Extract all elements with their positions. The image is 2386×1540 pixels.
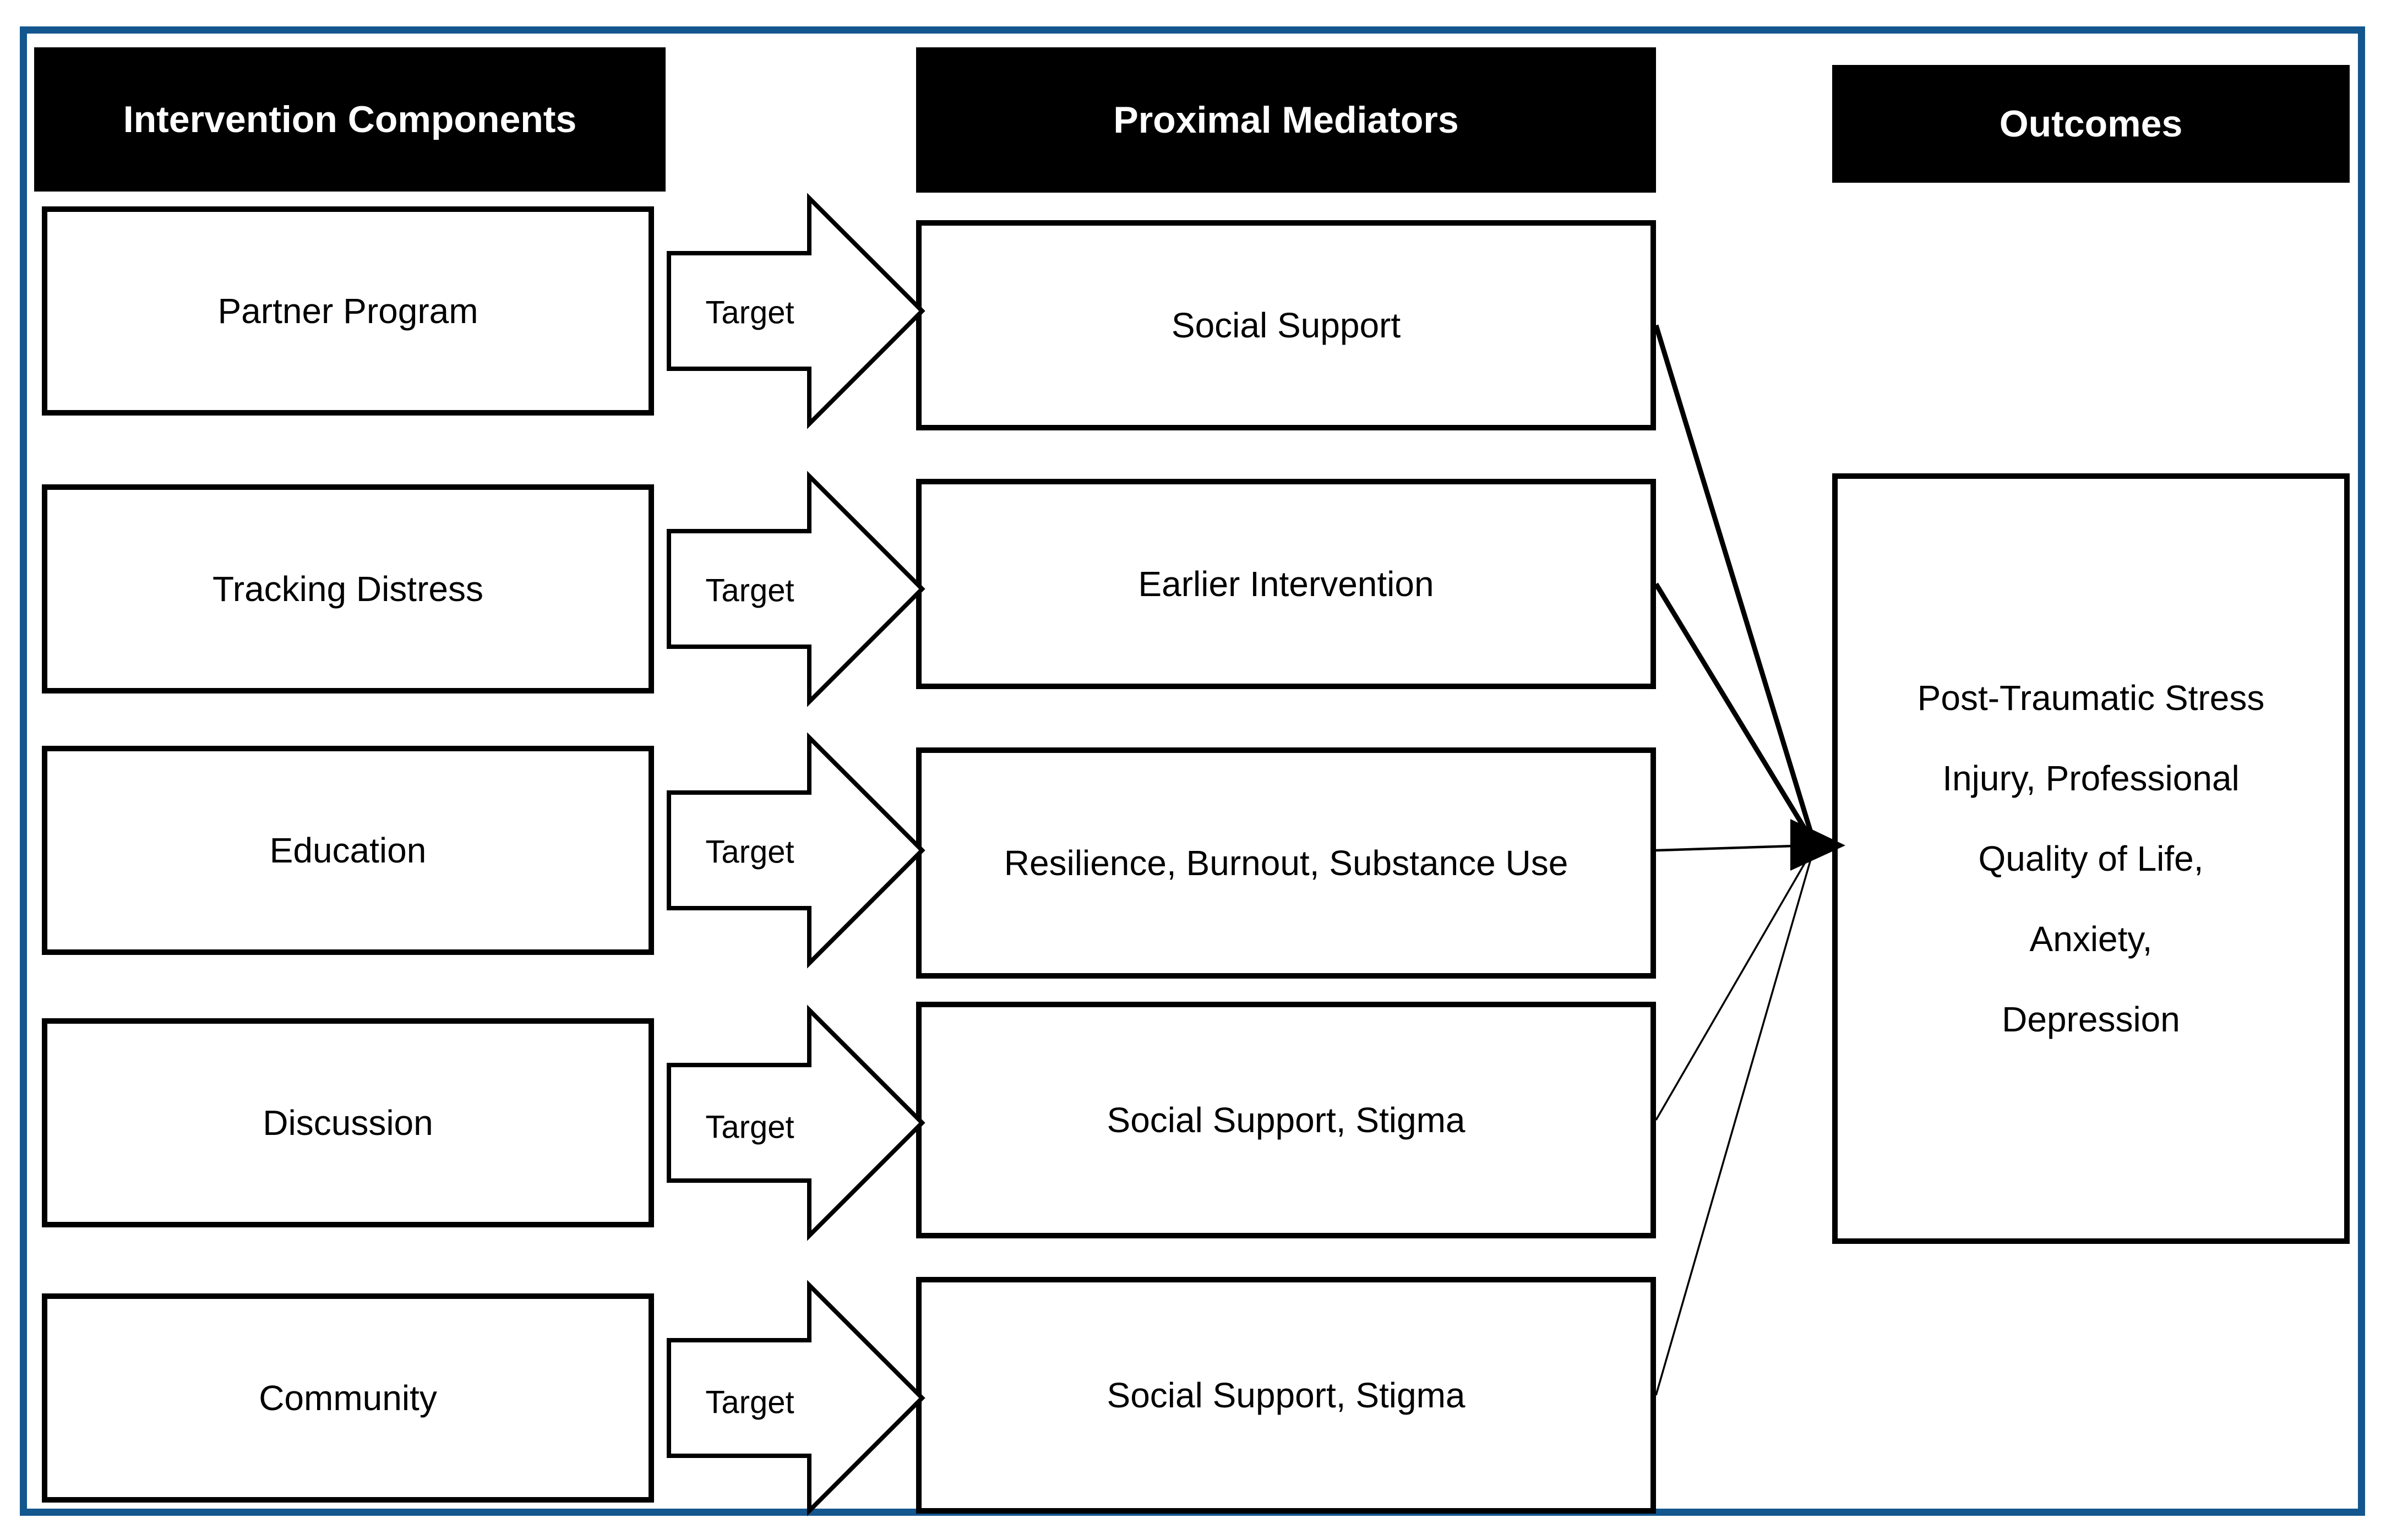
mediator-box-social-support-stigma-1: Social Support, Stigma [916, 1002, 1656, 1238]
box-label: Community [259, 1378, 437, 1418]
intervention-box-tracking-distress: Tracking Distress [42, 484, 654, 693]
mediator-box-social-support-stigma-2: Social Support, Stigma [916, 1277, 1656, 1514]
header-label: Proximal Mediators [1113, 99, 1459, 141]
intervention-box-discussion: Discussion [42, 1018, 654, 1227]
column-header-intervention-components: Intervention Components [34, 47, 666, 192]
outcomes-line: Injury, Professional [1942, 758, 2240, 798]
intervention-box-partner-program: Partner Program [42, 206, 654, 416]
header-label: Outcomes [1999, 103, 2183, 145]
box-label: Partner Program [217, 291, 478, 331]
intervention-box-education: Education [42, 746, 654, 955]
box-label: Social Support [1171, 305, 1401, 345]
box-label: Discussion [263, 1103, 433, 1143]
outcomes-line: Anxiety, [2029, 919, 2153, 959]
intervention-box-community: Community [42, 1293, 654, 1503]
mediator-box-resilience-burnout-substance-use: Resilience, Burnout, Substance Use [916, 747, 1656, 979]
box-label: Resilience, Burnout, Substance Use [1004, 843, 1568, 883]
outcomes-line: Post-Traumatic Stress [1917, 678, 2265, 718]
outcomes-line: Quality of Life, [1978, 839, 2204, 878]
outcomes-line: Depression [2002, 1000, 2180, 1039]
box-label: Tracking Distress [213, 569, 483, 609]
column-header-outcomes: Outcomes [1832, 65, 2350, 183]
box-label: Earlier Intervention [1138, 564, 1434, 604]
box-label: Social Support, Stigma [1107, 1100, 1466, 1140]
mediator-box-social-support: Social Support [916, 220, 1656, 430]
mediator-box-earlier-intervention: Earlier Intervention [916, 479, 1656, 689]
outer-border-frame [20, 26, 2365, 1516]
box-label: Social Support, Stigma [1107, 1375, 1466, 1415]
column-header-proximal-mediators: Proximal Mediators [916, 47, 1656, 193]
box-label: Education [269, 831, 427, 870]
outcomes-box: Post-Traumatic Stress Injury, Profession… [1832, 473, 2350, 1244]
header-label: Intervention Components [123, 99, 577, 140]
